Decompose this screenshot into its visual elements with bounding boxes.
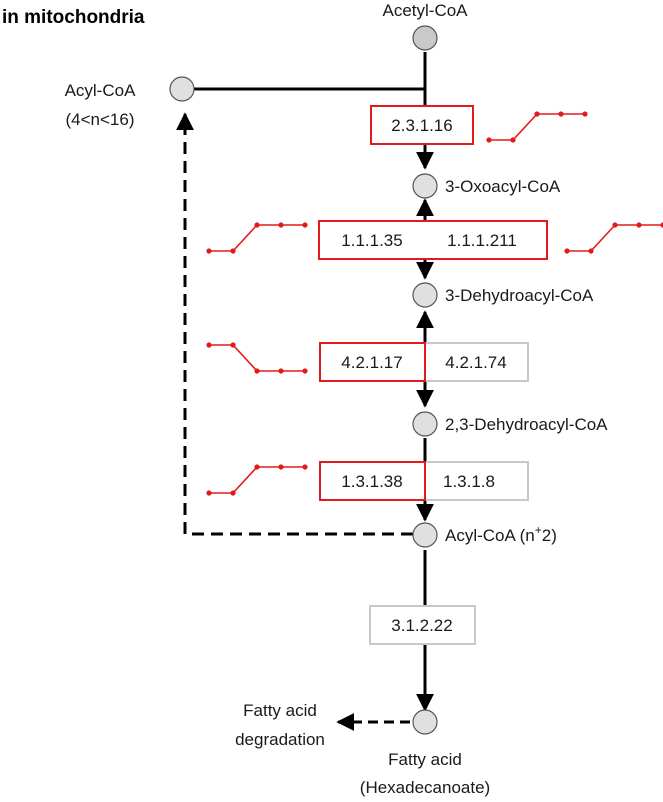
label-acyl-coa-n2: Acyl-CoA (n+2)	[445, 523, 557, 545]
node-dehydroacyl-coa	[412, 282, 438, 308]
sparkline-1-1-1-211-point	[636, 222, 642, 228]
sparkline-1-1-1-211	[564, 222, 663, 254]
node-oxoacyl-coa	[412, 173, 438, 199]
sparkline-4-2-1-17-point	[206, 342, 212, 348]
enzyme-label-1-3-1-38: 1.3.1.38	[341, 472, 402, 491]
label-acetyl-coa: Acetyl-CoA	[382, 1, 468, 20]
sparkline-1-1-1-211-point	[612, 222, 618, 228]
sparkline-1-3-1-38-point	[254, 464, 260, 470]
label-fatty-acid-2: (Hexadecanoate)	[360, 778, 490, 797]
sparkline-4-2-1-17-point	[230, 342, 236, 348]
enzyme-label-3-1-2-22: 3.1.2.22	[391, 616, 452, 635]
sparkline-2-3-1-16-point	[558, 111, 564, 117]
sparkline-1-1-1-211-point	[564, 248, 570, 254]
sparkline-4-2-1-17-point	[254, 368, 260, 374]
sparkline-1-3-1-38-point	[206, 490, 212, 496]
label-fatty-acid-1: Fatty acid	[388, 750, 462, 769]
sparkline-1-1-1-35-point	[278, 222, 284, 228]
node-acyl-coa-n2	[412, 522, 438, 548]
sparkline-1-1-1-35-point	[230, 248, 236, 254]
expression-sparklines	[206, 111, 663, 496]
sparkline-4-2-1-17-line	[209, 344, 305, 372]
enzyme-box-4-2-1-74	[424, 342, 529, 382]
sparkline-1-3-1-38-point	[302, 464, 308, 470]
sparkline-1-1-1-35-point	[302, 222, 308, 228]
recycle-dashed-arrow	[176, 112, 413, 536]
sparkline-4-2-1-17-point	[302, 368, 308, 374]
sparkline-4-2-1-17	[206, 342, 308, 374]
label-23-dehydroacyl-coa: 2,3-Dehydroacyl-CoA	[445, 415, 608, 434]
sparkline-1-1-1-211-point	[588, 248, 594, 254]
label-degradation-2: degradation	[235, 730, 325, 749]
enzyme-box-3-1-2-22	[369, 605, 476, 645]
enzyme-box-4-2-1-17	[319, 342, 426, 382]
enzyme-label-1-3-1-8: 1.3.1.8	[443, 472, 495, 491]
node-23-dehydroacyl-coa	[412, 411, 438, 437]
label-acyl-coa-left-2: (4<n<16)	[66, 110, 135, 129]
enzyme-label-2-3-1-16: 2.3.1.16	[391, 116, 452, 135]
sparkline-1-3-1-38-point	[230, 490, 236, 496]
sparkline-2-3-1-16-point	[582, 111, 588, 117]
enzyme-box-1-3-1-38	[319, 461, 426, 501]
label-acyl-coa-left-1: Acyl-CoA	[65, 81, 137, 100]
label-dehydroacyl-coa: 3-Dehydroacyl-CoA	[445, 286, 594, 305]
sparkline-1-3-1-38-line	[209, 466, 305, 494]
sparkline-2-3-1-16-point	[486, 137, 492, 143]
enzyme-box-1-1-1-35-211	[318, 220, 548, 260]
sparkline-1-3-1-38	[206, 464, 308, 496]
sparkline-2-3-1-16-line	[489, 113, 585, 141]
sparkline-1-1-1-211-line	[567, 224, 663, 252]
diagram-title: in mitochondria	[2, 7, 145, 28]
label-oxoacyl-coa: 3-Oxoacyl-CoA	[445, 177, 561, 196]
node-fatty-acid	[412, 709, 438, 735]
enzyme-box-1-3-1-8	[424, 461, 529, 501]
sparkline-1-1-1-35-point	[206, 248, 212, 254]
sparkline-4-2-1-17-point	[278, 368, 284, 374]
sparkline-2-3-1-16	[486, 111, 588, 143]
sparkline-1-1-1-35	[206, 222, 308, 254]
sparkline-1-1-1-35-point	[254, 222, 260, 228]
sparkline-2-3-1-16-point	[510, 137, 516, 143]
sparkline-1-1-1-35-line	[209, 224, 305, 252]
node-acetyl-coa	[412, 25, 438, 51]
sparkline-1-3-1-38-point	[278, 464, 284, 470]
enzyme-label-4-2-1-17: 4.2.1.17	[341, 353, 402, 372]
enzyme-label-4-2-1-74: 4.2.1.74	[445, 353, 506, 372]
enzyme-box-2-3-1-16	[370, 105, 474, 145]
label-degradation-1: Fatty acid	[243, 701, 317, 720]
enzyme-label-1-1-1-211: 1.1.1.211	[447, 231, 517, 250]
node-acyl-coa-left	[169, 76, 195, 102]
enzyme-label-1-1-1-35: 1.1.1.35	[341, 231, 402, 250]
sparkline-2-3-1-16-point	[534, 111, 540, 117]
sparkline-1-1-1-211-point	[660, 222, 663, 228]
